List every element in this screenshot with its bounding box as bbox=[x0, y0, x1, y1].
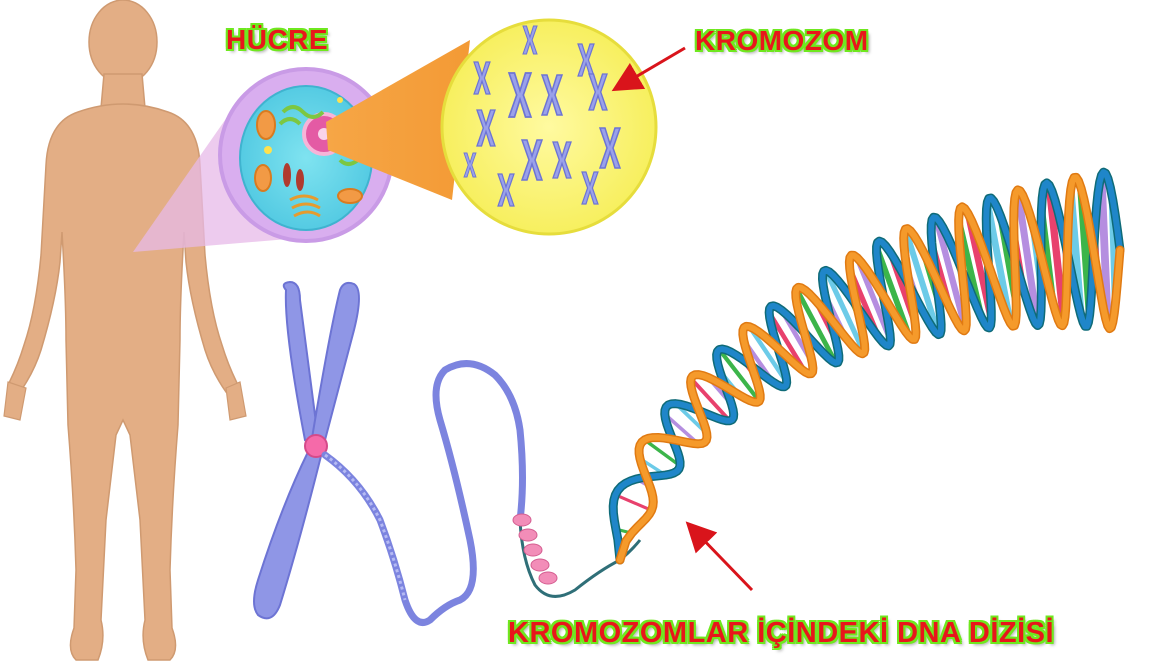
chromatin-strand bbox=[321, 360, 642, 626]
base-pair bbox=[902, 226, 942, 338]
base-pair bbox=[642, 438, 682, 468]
cell-label: HÜCRE bbox=[226, 24, 329, 55]
small-chromosome bbox=[497, 173, 515, 207]
base-pair bbox=[823, 267, 867, 356]
small-chromosome bbox=[598, 127, 622, 169]
base-pair bbox=[717, 347, 762, 404]
base-pair bbox=[689, 376, 732, 423]
dna-helix-icon bbox=[608, 167, 1125, 565]
small-chromosome bbox=[540, 74, 564, 116]
dna-sequence-label: KROMOZOMLAR İÇİNDEKİ DNA DİZİSİ bbox=[508, 617, 1055, 649]
small-chromosome bbox=[552, 141, 572, 179]
dna-backbone-orange bbox=[617, 174, 1123, 563]
small-chromosome bbox=[588, 73, 608, 111]
small-chromosome bbox=[581, 171, 599, 205]
chromosome-arrow bbox=[611, 46, 686, 92]
human-body-icon bbox=[7, 0, 239, 661]
chromosome-icon bbox=[253, 280, 360, 620]
small-chromosome bbox=[473, 61, 491, 95]
chromosome-label: KROMOZOM bbox=[695, 25, 869, 56]
nucleus-icon bbox=[440, 18, 658, 236]
zoom-beam-cell-to-nucleus bbox=[326, 40, 470, 200]
base-pair bbox=[1014, 186, 1042, 330]
base-pair bbox=[794, 286, 839, 366]
base-pair bbox=[1097, 171, 1112, 330]
base-pair bbox=[747, 324, 789, 385]
hands bbox=[3, 381, 247, 421]
small-chromosome bbox=[520, 139, 544, 181]
base-pair bbox=[613, 493, 654, 512]
dna-arrow bbox=[685, 521, 754, 592]
dna-backbone-blue bbox=[610, 169, 1123, 563]
small-chromosome bbox=[522, 25, 538, 55]
base-pair bbox=[932, 214, 969, 333]
small-chromosome bbox=[476, 109, 496, 147]
base-pair bbox=[1045, 181, 1068, 327]
small-chromosome bbox=[507, 72, 533, 118]
chromosome-cluster bbox=[463, 25, 622, 207]
small-chromosome bbox=[463, 152, 477, 178]
